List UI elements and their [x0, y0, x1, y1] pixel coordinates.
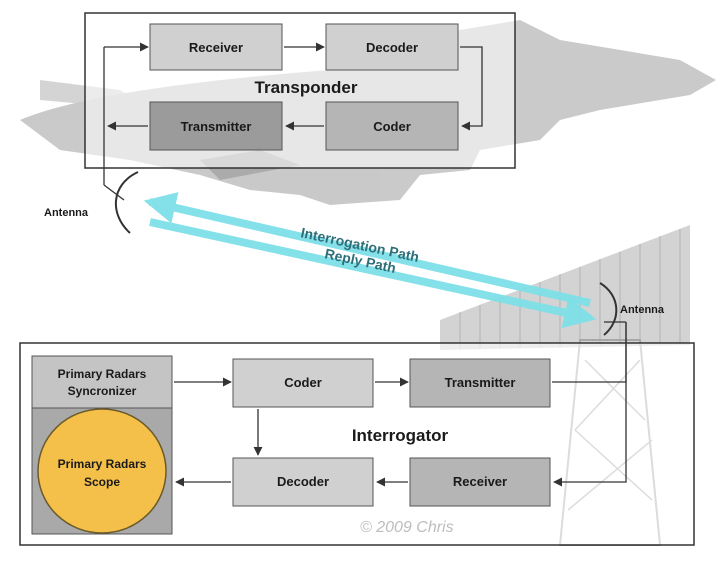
watermark: © 2009 Chris — [360, 519, 454, 536]
interrogator-decoder-block — [232, 457, 374, 507]
aircraft-antenna-icon — [115, 171, 139, 234]
interrogator-receiver-block — [409, 457, 551, 507]
synchronizer-block — [31, 355, 173, 409]
transponder-coder-block — [325, 101, 459, 151]
ground-antenna-icon — [599, 282, 618, 336]
synchronizer-label-line1: Primary Radars — [58, 367, 147, 381]
decoder-to-coder-arrow — [460, 46, 483, 131]
transponder-transmitter-label: Transmitter — [181, 119, 252, 134]
interrogator-receiver-label: Receiver — [453, 474, 507, 489]
transponder-receiver-label: Receiver — [189, 40, 243, 55]
interrogator-coder-label: Coder — [284, 375, 322, 390]
aircraft-antenna-feed — [103, 184, 125, 201]
transponder-decoder-label: Decoder — [366, 40, 418, 55]
scope-circle — [37, 408, 167, 534]
transponder-decoder-block — [325, 23, 459, 71]
interrogator-decoder-label: Decoder — [277, 474, 329, 489]
transponder-arrows — [103, 42, 483, 185]
ground-antenna-label: Antenna — [620, 304, 665, 316]
interrogator-coder-block — [232, 358, 374, 408]
transponder-coder-label: Coder — [373, 119, 411, 134]
interrogator-transmitter-label: Transmitter — [445, 375, 516, 390]
transponder-title: Transponder — [255, 78, 358, 97]
antenna-to-receiver-arrow-ground — [553, 322, 627, 487]
antenna-grid — [459, 229, 681, 349]
interrogator-arrows — [174, 322, 627, 487]
interrogation-path-beam — [143, 192, 591, 307]
scope-label-line1: Primary Radars — [58, 457, 147, 471]
aircraft-antenna-label: Antenna — [44, 207, 89, 219]
synchronizer-label-line2: Syncronizer — [68, 384, 137, 398]
transponder-transmitter-block — [149, 101, 283, 151]
reply-path-beam — [149, 218, 597, 329]
transponder-receiver-block — [149, 23, 283, 71]
interrogator-title: Interrogator — [352, 426, 449, 445]
interrogator-transmitter-block — [409, 358, 551, 408]
scope-label-line2: Scope — [84, 475, 120, 489]
